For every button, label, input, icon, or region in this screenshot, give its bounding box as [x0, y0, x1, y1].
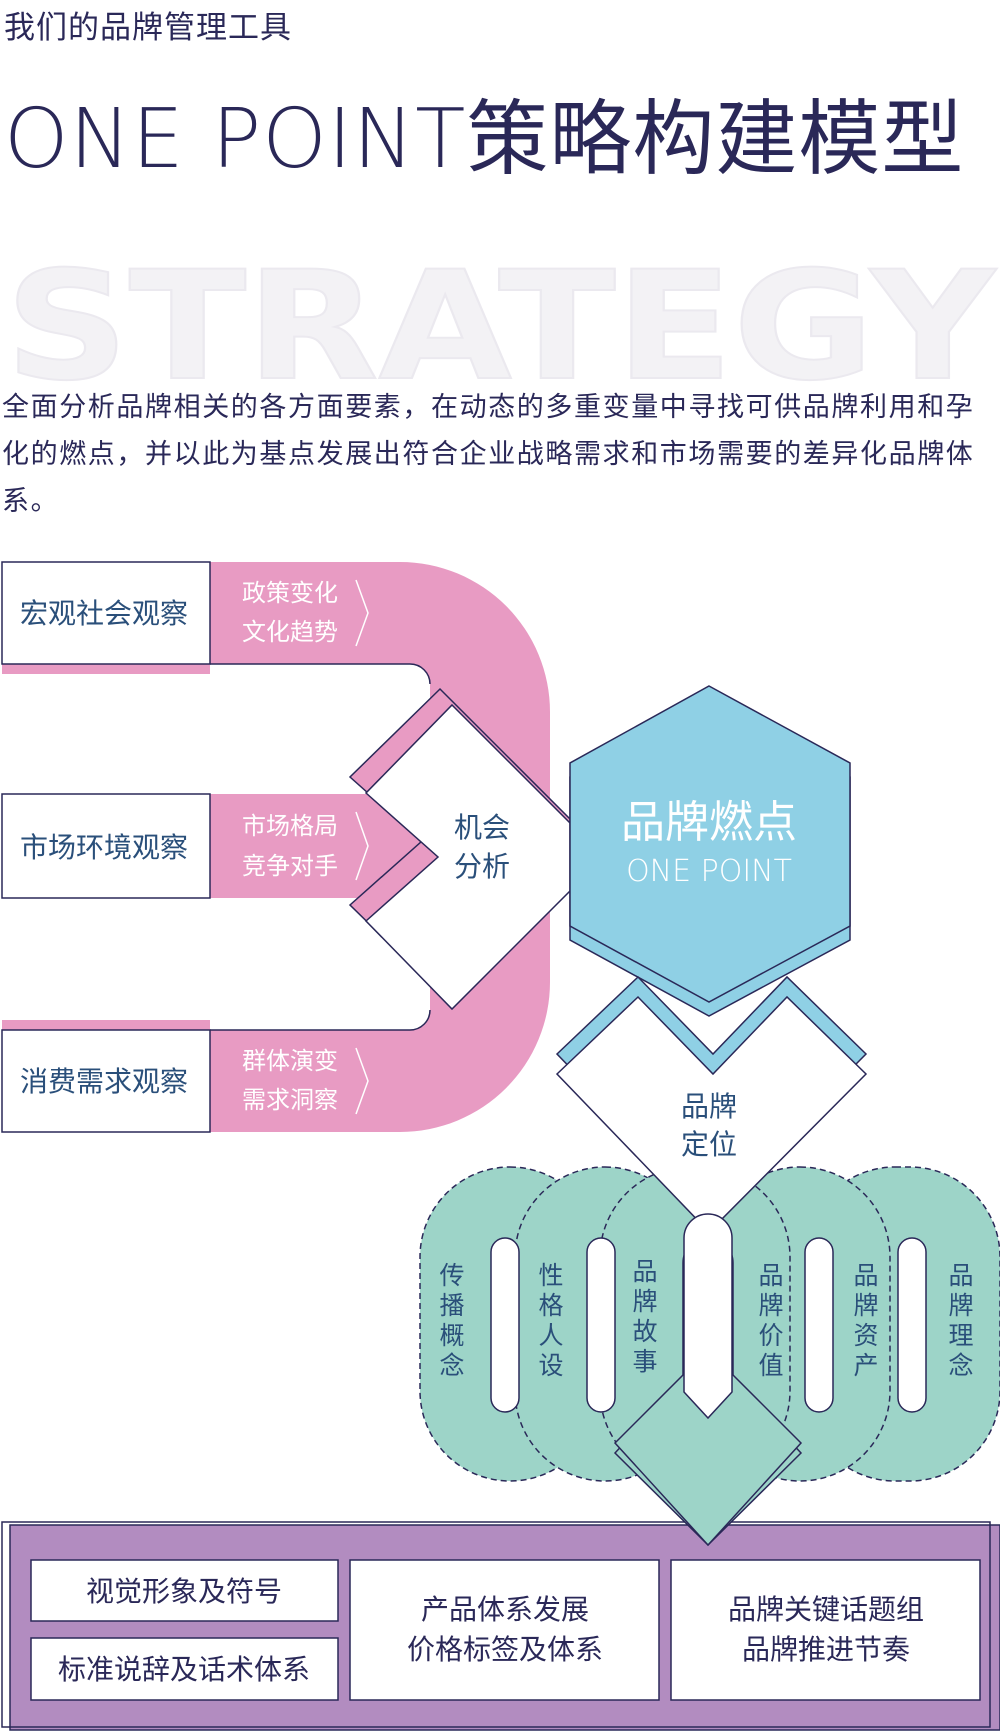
element-char: 性 [538, 1261, 563, 1290]
chevron-right-icon [355, 811, 369, 881]
element-char: 人 [538, 1321, 563, 1350]
element-char: 品 [853, 1261, 878, 1290]
watermark-text: STRATEGY [5, 250, 998, 400]
output-visual-identity: 视觉形象及符号 [86, 1575, 282, 1608]
element-char: 牌 [632, 1287, 657, 1316]
chevron-right-icon [355, 579, 369, 647]
output-standard-messaging: 标准说辞及话术体系 [58, 1653, 310, 1686]
element-char: 概 [439, 1321, 464, 1350]
factor-landscape: 市场格局 [242, 812, 338, 840]
element-value: 品 牌 价 值 [758, 1261, 783, 1380]
factor-insight: 需求洞察 [242, 1086, 338, 1114]
output-topic-group: 品牌关键话题组 [728, 1593, 924, 1626]
positioning-chevron: 品牌 定位 [555, 975, 868, 1234]
ignition-hexagon: 品牌燃点 ONE POINT [569, 685, 851, 1017]
element-char: 事 [632, 1347, 657, 1376]
element-labels: 传 播 概 念 性 格 人 设 品 牌 故 事 品 牌 价 值 品 牌 资 产 [439, 1257, 973, 1380]
page-title: ONE POINT策略构建模型 [4, 92, 965, 187]
opportunity-label-2: 分析 [454, 850, 510, 883]
element-persona: 性 格 人 设 [538, 1261, 563, 1380]
observation-market: 市场环境观察 市场格局 竞争对手 [1, 793, 369, 899]
element-char: 故 [632, 1317, 657, 1346]
element-story: 品 牌 故 事 [632, 1257, 657, 1376]
element-assets: 品 牌 资 产 [853, 1261, 878, 1380]
output-product-system: 产品体系发展 [421, 1593, 589, 1626]
intro-paragraph: 全面分析品牌相关的各方面要素，在动态的多重变量中寻找可供品牌利用和孕化的燃点，并… [2, 392, 975, 517]
positioning-label-1: 品牌 [681, 1090, 737, 1123]
element-char: 设 [538, 1351, 563, 1380]
chevron-right-icon [355, 1047, 369, 1115]
opportunity-chevron: 机会 分析 [348, 687, 606, 1011]
factor-culture: 文化趋势 [242, 618, 338, 646]
element-char: 品 [758, 1261, 783, 1290]
element-char: 播 [439, 1291, 464, 1320]
element-char: 牌 [758, 1291, 783, 1320]
element-philosophy: 品 牌 理 念 [948, 1261, 973, 1380]
element-char: 牌 [853, 1291, 878, 1320]
element-char: 理 [948, 1321, 973, 1350]
ignition-subtitle: ONE POINT [626, 854, 792, 889]
output-panel: 视觉形象及符号 标准说辞及话术体系 产品体系发展 价格标签及体系 品牌关键话题组… [1, 1521, 1000, 1731]
observation-macro: 宏观社会观察 政策变化 文化趋势 [1, 561, 369, 665]
page-subtitle: 我们的品牌管理工具 [4, 10, 292, 46]
element-communication: 传 播 概 念 [439, 1261, 464, 1380]
element-char: 牌 [948, 1291, 973, 1320]
element-char: 产 [853, 1351, 878, 1380]
observation-consumer-label: 消费需求观察 [20, 1065, 188, 1098]
opportunity-label-1: 机会 [454, 811, 510, 844]
factor-competitors: 竞争对手 [242, 852, 338, 880]
output-chevron [613, 1213, 803, 1547]
element-char: 念 [948, 1351, 973, 1380]
element-char: 念 [439, 1351, 464, 1380]
factor-groups: 群体演变 [242, 1047, 338, 1075]
output-rhythm: 品牌推进节奏 [742, 1633, 910, 1666]
element-char: 传 [439, 1261, 464, 1290]
element-char: 价 [758, 1321, 783, 1350]
element-char: 品 [632, 1257, 657, 1286]
element-char: 格 [538, 1291, 563, 1320]
positioning-label-2: 定位 [681, 1128, 737, 1161]
observation-consumer: 消费需求观察 群体演变 需求洞察 [1, 1029, 369, 1133]
output-price-system: 价格标签及体系 [407, 1633, 603, 1666]
observation-macro-label: 宏观社会观察 [20, 597, 188, 630]
observation-market-label: 市场环境观察 [20, 831, 188, 864]
element-char: 品 [948, 1261, 973, 1290]
factor-policy: 政策变化 [242, 579, 338, 607]
element-char: 值 [758, 1351, 783, 1380]
watermark-strategy: STRATEGY [4, 250, 999, 400]
ignition-title: 品牌燃点 [621, 797, 797, 848]
element-char: 资 [853, 1321, 878, 1350]
